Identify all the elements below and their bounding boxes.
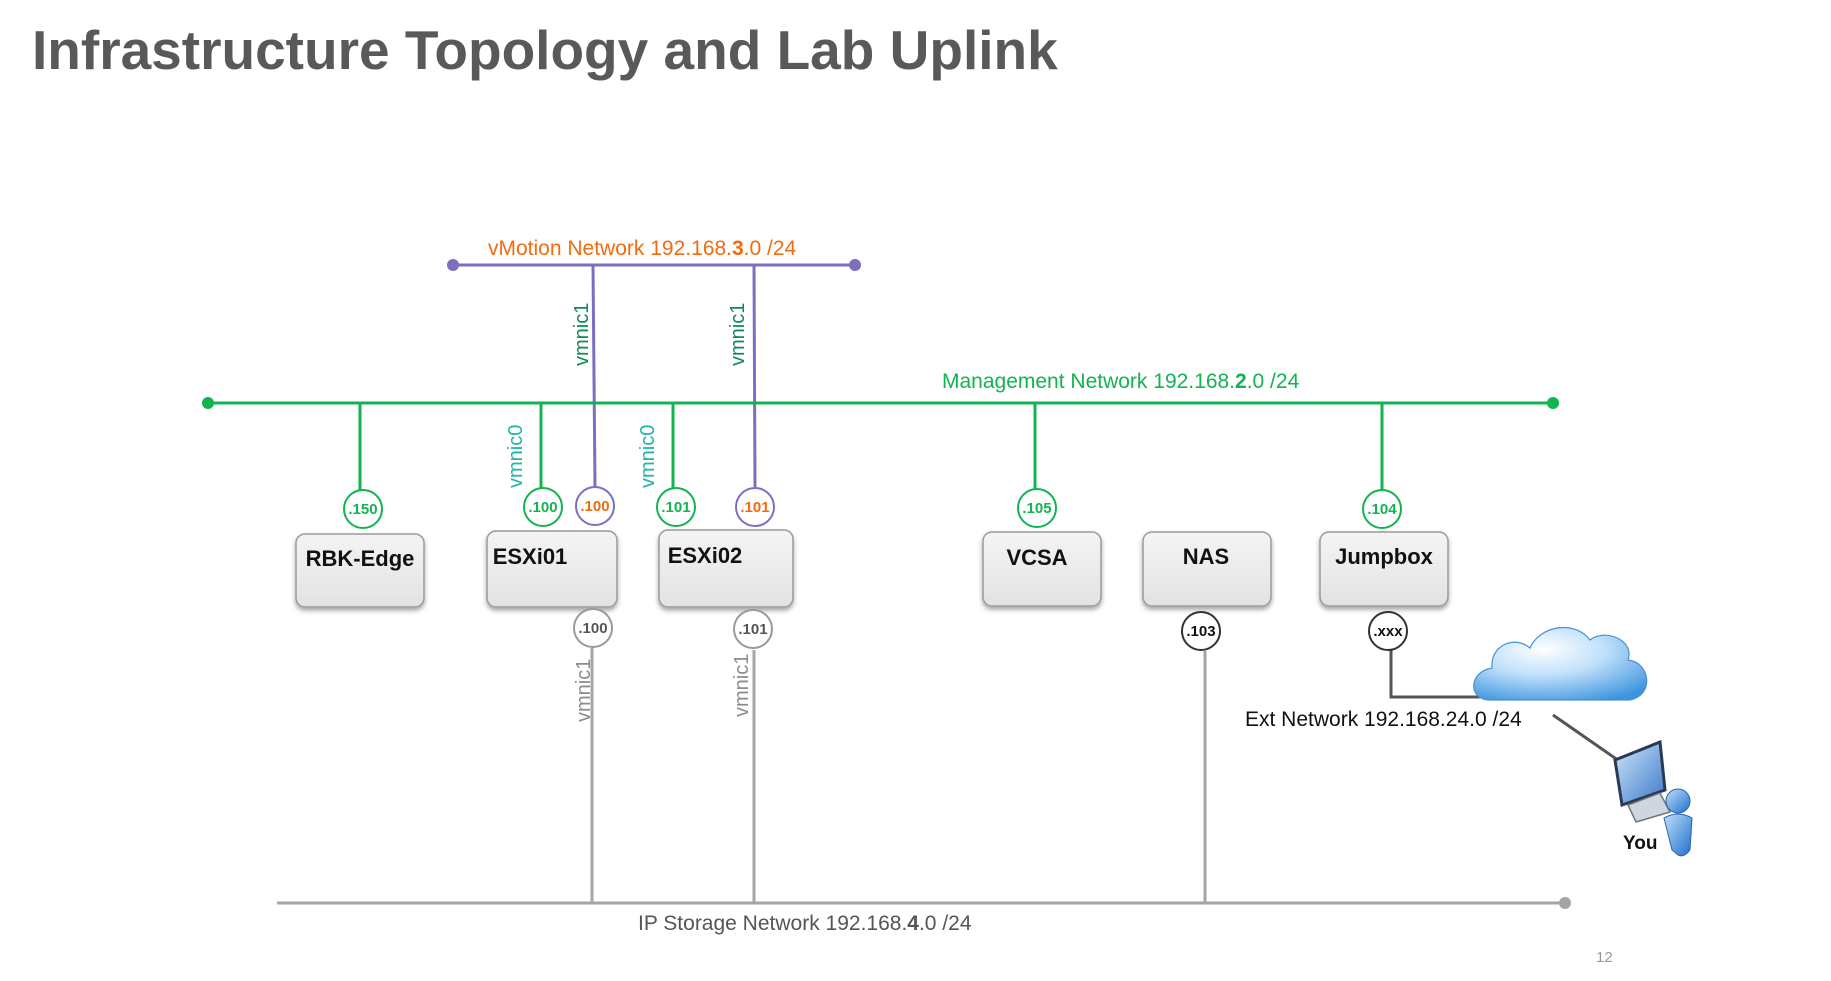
host-label: Jumpbox xyxy=(1335,544,1434,569)
esxi02-storage-nic-label: vmnic1 xyxy=(731,654,753,717)
ip-badge-jumpbox-mgmt: .104 xyxy=(1362,489,1402,529)
esxi01-vmotion-nic-label: vmnic1 xyxy=(571,303,593,366)
ip-badge-esxi02-mgmt: .101 xyxy=(656,487,696,527)
ip-badge-esxi01-storage: .100 xyxy=(573,608,613,648)
ip-badge-esxi02-vmotion: .101 xyxy=(735,487,775,527)
host-nas: NAS xyxy=(1142,531,1272,607)
svg-text:.101: .101 xyxy=(661,499,690,516)
svg-text:.150: .150 xyxy=(348,501,377,518)
host-box xyxy=(295,533,425,608)
management-network: Management Network 192.168.2.0 /24 xyxy=(202,370,1559,490)
storage-network: IP Storage Network 192.168.4.0 /24 xyxy=(277,612,1571,935)
ip-badge-esxi01-mgmt: .100 xyxy=(523,487,563,527)
vmotion-bus-endpoint-left xyxy=(447,259,459,271)
ext-network-label: Ext Network 192.168.24.0 /24 xyxy=(1245,708,1522,731)
page-number: 12 xyxy=(1596,949,1613,966)
host-jumpbox: Jumpbox xyxy=(1319,531,1449,607)
esxi02-vmotion-link xyxy=(752,264,757,488)
esxi01-storage-nic-label: vmnic1 xyxy=(573,659,595,722)
ip-badge-nas-storage: .103 xyxy=(1181,611,1221,651)
svg-text:.103: .103 xyxy=(1186,623,1215,640)
host-label: VCSA xyxy=(1006,545,1067,570)
svg-text:.100: .100 xyxy=(580,498,609,515)
ip-badge-esxi01-vmotion: .100 xyxy=(575,486,615,526)
svg-text:.101: .101 xyxy=(740,499,769,516)
storage-network-label: IP Storage Network 192.168.4.0 /24 xyxy=(638,912,972,935)
user-person-icon xyxy=(1663,788,1693,857)
host-box xyxy=(486,530,618,608)
internet-cloud-icon xyxy=(1473,626,1648,701)
host-box xyxy=(658,529,794,608)
management-bus-endpoint-left xyxy=(202,397,214,409)
page-title: Infrastructure Topology and Lab Uplink xyxy=(32,19,1058,81)
svg-text:.104: .104 xyxy=(1367,501,1397,518)
esxi02-mgmt-nic-label: vmnic0 xyxy=(637,425,659,488)
host-box xyxy=(982,531,1102,607)
vmotion-network-label: vMotion Network 192.168.3.0 /24 xyxy=(488,237,797,260)
jumpbox-ext-link xyxy=(1389,648,1480,699)
host-label: ESXi01 xyxy=(493,544,568,569)
svg-text:.101: .101 xyxy=(738,621,767,638)
esxi02-vmotion-nic-label: vmnic1 xyxy=(727,303,749,366)
storage-bus-endpoint-right xyxy=(1559,897,1571,909)
host-label: NAS xyxy=(1183,544,1229,569)
svg-text:.xxx: .xxx xyxy=(1373,623,1403,640)
ip-badge-rbk-edge-mgmt: .150 xyxy=(343,489,383,529)
host-box xyxy=(1142,531,1272,607)
host-box xyxy=(1319,531,1449,607)
ip-badge-jumpbox-ext: .xxx xyxy=(1368,611,1408,651)
host-label: RBK-Edge xyxy=(306,546,415,571)
esxi01-vmotion-link xyxy=(591,264,597,488)
svg-text:.105: .105 xyxy=(1022,500,1051,517)
esxi01-mgmt-nic-label: vmnic0 xyxy=(505,425,527,488)
user-computer-icon xyxy=(1613,739,1672,823)
cloud-to-user-link xyxy=(1552,713,1626,767)
vmotion-network: vMotion Network 192.168.3.0 /24 xyxy=(447,237,861,488)
host-esxi02: ESXi02 xyxy=(658,529,794,608)
management-network-label: Management Network 192.168.2.0 /24 xyxy=(942,370,1300,393)
ip-badge-vcsa-mgmt: .105 xyxy=(1017,488,1057,528)
host-label: ESXi02 xyxy=(668,543,743,568)
user-label: You xyxy=(1623,833,1657,854)
vmotion-bus-endpoint-right xyxy=(849,259,861,271)
ip-badge-esxi02-storage: .101 xyxy=(733,609,773,649)
host-esxi01: ESXi01 xyxy=(486,530,618,608)
svg-text:.100: .100 xyxy=(528,499,557,516)
management-bus-endpoint-right xyxy=(1547,397,1559,409)
host-vcsa: VCSA xyxy=(982,531,1102,607)
host-rbk-edge: RBK-Edge xyxy=(295,533,425,608)
svg-text:.100: .100 xyxy=(578,620,607,637)
